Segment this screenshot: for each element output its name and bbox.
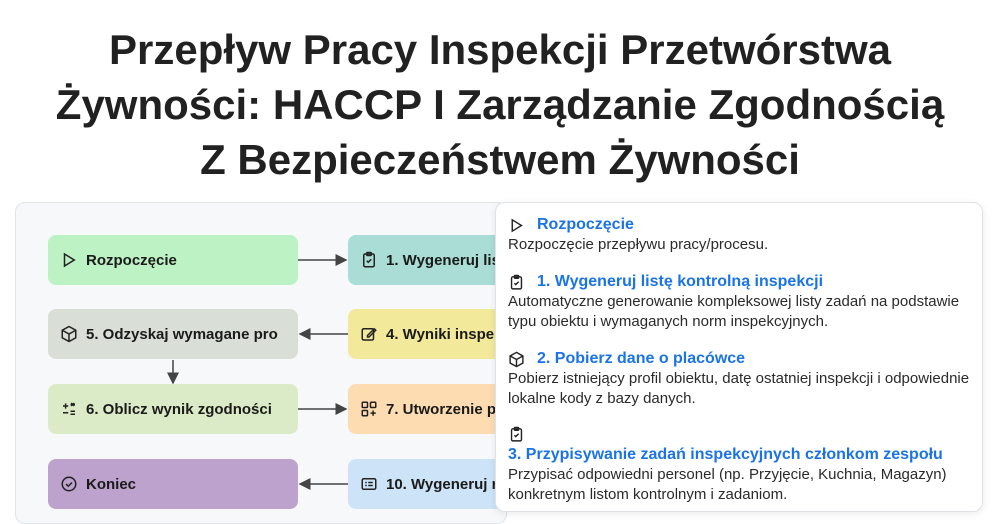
- node-step-1[interactable]: 1. Wygeneruj listę kontrolną inspekcji: [348, 235, 506, 285]
- node-step-5-label: 5. Odzyskaj wymagane pro: [86, 325, 278, 343]
- cube-icon: [508, 351, 525, 368]
- check-circle-icon: [60, 475, 78, 493]
- node-start[interactable]: Rozpoczęcie: [48, 235, 298, 285]
- panel-step-start: Rozpoczęcie Rozpoczęcie przepływu pracy/…: [508, 215, 970, 255]
- flowchart-canvas: Rozpoczęcie 1. Wygeneruj listę kontrolną…: [15, 202, 507, 524]
- panel-step-1: 1. Wygeneruj listę kontrolną inspekcji A…: [508, 272, 970, 332]
- panel-step-desc: Rozpoczęcie przepływu pracy/procesu.: [508, 236, 769, 253]
- panel-step-3: 3. Przypisywanie zadań inspekcyjnych czł…: [508, 426, 970, 505]
- title-line-2: Żywności: HACCP I Zarządzanie Zgodnością: [55, 81, 945, 128]
- report-icon: [360, 475, 378, 493]
- clipboard-check-icon: [508, 426, 525, 443]
- flowchart-edges: [167, 254, 348, 490]
- panel-step-title[interactable]: Rozpoczęcie: [537, 216, 634, 233]
- play-icon: [508, 217, 525, 234]
- clipboard-check-icon: [360, 251, 378, 269]
- play-icon: [60, 251, 78, 269]
- node-step-4-label: 4. Wyniki inspekcji: [386, 325, 507, 343]
- step-details-panel: Rozpoczęcie Rozpoczęcie przepływu pracy/…: [495, 202, 983, 512]
- panel-step-title[interactable]: 3. Przypisywanie zadań inspekcyjnych czł…: [508, 446, 943, 463]
- node-step-1-label: 1. Wygeneruj listę kontrolną inspekcji: [386, 251, 506, 269]
- title-line-3: Z Bezpieczeństwem Żywności: [200, 136, 800, 183]
- node-start-label: Rozpoczęcie: [86, 251, 177, 269]
- panel-step-desc: Przypisać odpowiedni personel (np. Przyj…: [508, 466, 947, 503]
- panel-step-title[interactable]: 2. Pobierz dane o placówce: [537, 350, 746, 367]
- node-step-6-label: 6. Oblicz wynik zgodności: [86, 400, 272, 418]
- edit-icon: [360, 325, 378, 343]
- page-title: Przepływ Pracy Inspekcji Przetwórstwa Ży…: [0, 22, 1000, 187]
- node-end-label: Koniec: [86, 475, 137, 493]
- node-step-6[interactable]: 6. Oblicz wynik zgodności: [48, 384, 298, 434]
- clipboard-check-icon: [508, 274, 525, 291]
- panel-step-2: 2. Pobierz dane o placówce Pobierz istni…: [508, 349, 970, 409]
- cube-icon: [60, 325, 78, 343]
- node-step-5[interactable]: 5. Odzyskaj wymagane pro: [48, 309, 298, 359]
- calculator-icon: [60, 400, 78, 418]
- grid-plus-icon: [360, 400, 378, 418]
- node-step-4[interactable]: 4. Wyniki inspekcji: [348, 309, 507, 359]
- node-step-10[interactable]: 10. Wygeneruj raport: [348, 459, 506, 509]
- node-step-7[interactable]: 7. Utworzenie plan: [348, 384, 507, 434]
- panel-step-desc: Pobierz istniejący profil obiektu, datę …: [508, 370, 970, 407]
- node-step-10-label: 10. Wygeneruj raport: [386, 475, 506, 493]
- node-end[interactable]: Koniec: [48, 459, 298, 509]
- node-step-7-label: 7. Utworzenie plan: [386, 400, 507, 418]
- panel-step-title[interactable]: 1. Wygeneruj listę kontrolną inspekcji: [537, 273, 824, 290]
- title-line-1: Przepływ Pracy Inspekcji Przetwórstwa: [108, 26, 891, 73]
- panel-step-desc: Automatyczne generowanie kompleksowej li…: [508, 293, 960, 330]
